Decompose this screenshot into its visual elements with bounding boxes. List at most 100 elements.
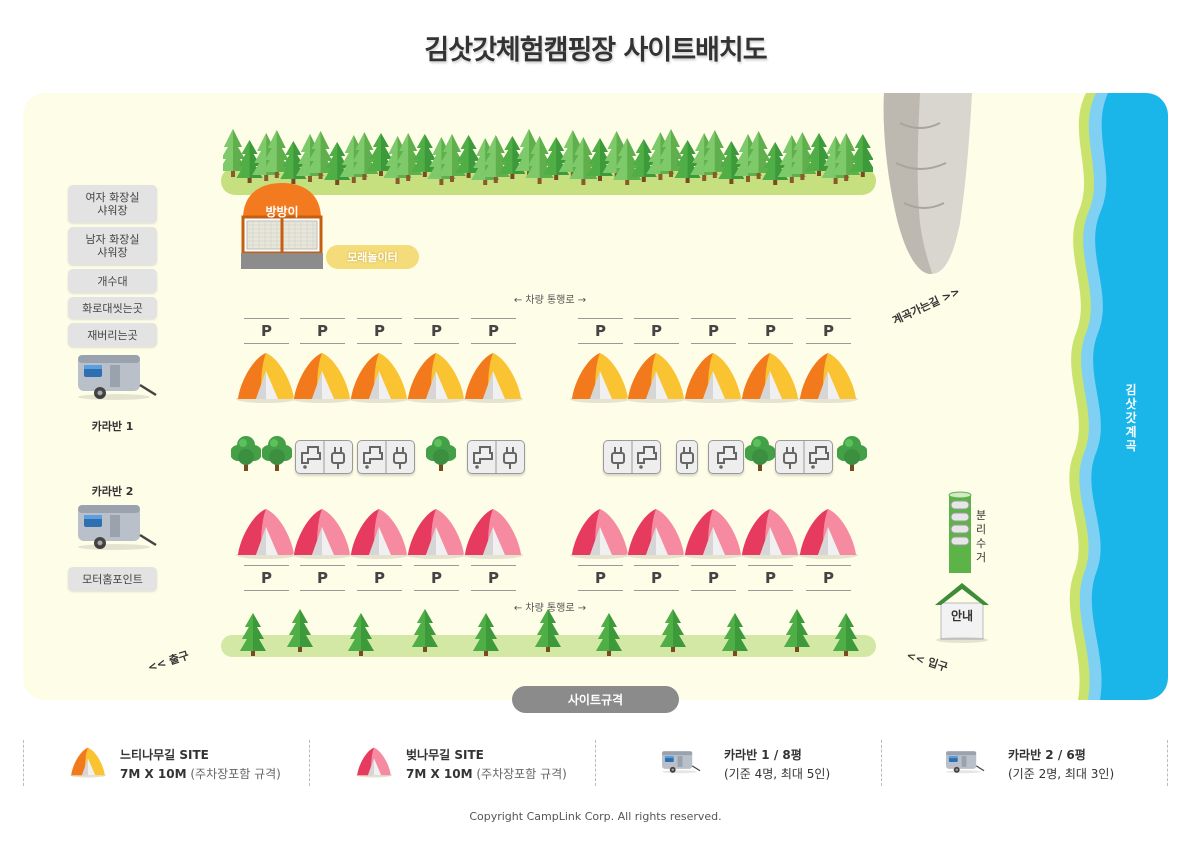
parking-spot-bottom[interactable]: P <box>414 565 459 591</box>
exit-label: << 출구 <box>146 648 191 675</box>
pink-tent-site[interactable] <box>292 507 352 559</box>
parking-spot-top[interactable]: P <box>244 318 289 344</box>
facility-ash-disposal[interactable]: 재버리는곳 <box>68 323 157 347</box>
orange-tent-site[interactable] <box>740 351 800 403</box>
power-plug-icon <box>503 446 517 470</box>
parking-spot-top[interactable]: P <box>691 318 736 344</box>
pink-tent-site[interactable] <box>683 507 743 559</box>
parking-spot-top[interactable]: P <box>471 318 516 344</box>
legend-capacity: (기준 2명, 최대 3인) <box>1008 767 1115 781</box>
pine-tree-icon <box>722 613 748 656</box>
pine-tree-icon <box>473 613 499 656</box>
water-tap-icon <box>473 446 493 470</box>
round-tree-icon <box>426 436 456 471</box>
utility-box[interactable] <box>467 440 525 474</box>
orange-tent-site[interactable] <box>570 351 630 403</box>
parking-spot-bottom[interactable]: P <box>300 565 345 591</box>
pink-tent-site[interactable] <box>798 507 858 559</box>
water-tap-icon <box>301 446 321 470</box>
legend-title: 카라반 1 / 8평 <box>724 748 802 762</box>
parking-spot-top[interactable]: P <box>578 318 623 344</box>
power-plug-icon <box>783 446 797 470</box>
orange-tent-icon <box>70 747 106 778</box>
copyright: Copyright CampLink Corp. All rights rese… <box>469 810 722 823</box>
parking-spot-bottom[interactable]: P <box>244 565 289 591</box>
trampoline-building[interactable] <box>241 183 323 271</box>
utility-box[interactable] <box>708 440 744 474</box>
orange-tent-site[interactable] <box>463 351 523 403</box>
orange-tent-site[interactable] <box>626 351 686 403</box>
pink-tent-site[interactable] <box>463 507 523 559</box>
power-plug-icon <box>611 446 625 470</box>
power-plug-icon <box>393 446 407 470</box>
caravan-icon <box>662 750 701 774</box>
legend-title: 느티나무길 SITE <box>120 748 209 762</box>
legend-capacity: (기준 4명, 최대 5인) <box>724 767 831 781</box>
pink-tent-icon <box>356 747 392 778</box>
legend-divider <box>309 740 310 786</box>
facility-women-restroom[interactable]: 여자 화장실 샤워장 <box>68 185 157 223</box>
caravan-1-icon[interactable] <box>78 351 160 403</box>
facility-men-restroom[interactable]: 남자 화장실 샤워장 <box>68 227 157 265</box>
orange-tent-site[interactable] <box>683 351 743 403</box>
legend-divider <box>23 740 24 786</box>
valley-path-label: 계곡가는길 >> <box>890 284 963 328</box>
utility-box[interactable] <box>603 440 661 474</box>
orange-tent-site[interactable] <box>798 351 858 403</box>
page-title: 김삿갓체험캠핑장 사이트배치도 <box>424 35 767 66</box>
orange-tent-site[interactable] <box>349 351 409 403</box>
stream <box>1069 93 1168 700</box>
entrance-label: << 입구 <box>904 648 950 675</box>
utility-box[interactable] <box>295 440 353 474</box>
sandbox[interactable]: 모래놀이터 <box>326 245 419 269</box>
vehicle-road-bottom: ← 차량 통행로 → <box>513 603 587 614</box>
water-tap-icon <box>363 446 383 470</box>
pink-tent-site[interactable] <box>740 507 800 559</box>
parking-spot-top[interactable]: P <box>634 318 679 344</box>
pine-tree-icon <box>833 613 859 656</box>
parking-spot-bottom[interactable]: P <box>357 565 402 591</box>
parking-spot-bottom[interactable]: P <box>634 565 679 591</box>
facility-grill-wash[interactable]: 화로대씻는곳 <box>68 297 157 319</box>
facility-sink[interactable]: 개수대 <box>68 269 157 293</box>
pink-tent-site[interactable] <box>626 507 686 559</box>
legend-divider <box>1167 740 1168 786</box>
bottom-trees <box>240 609 859 656</box>
round-tree-icon <box>745 436 775 471</box>
info-booth[interactable] <box>935 581 989 643</box>
orange-tent-site[interactable] <box>406 351 466 403</box>
parking-spot-bottom[interactable]: P <box>471 565 516 591</box>
caravan-2-icon[interactable] <box>78 501 160 553</box>
parking-spot-bottom[interactable]: P <box>806 565 851 591</box>
parking-spot-top[interactable]: P <box>357 318 402 344</box>
legend-divider <box>881 740 882 786</box>
utility-box[interactable] <box>775 440 833 474</box>
legend-size: 7M X 10M (주차장포함 규격) <box>120 767 281 781</box>
parking-spot-bottom[interactable]: P <box>691 565 736 591</box>
parking-spot-top[interactable]: P <box>806 318 851 344</box>
orange-tent-site[interactable] <box>236 351 296 403</box>
utility-box[interactable] <box>357 440 415 474</box>
parking-spot-top[interactable]: P <box>300 318 345 344</box>
parking-spot-top[interactable]: P <box>748 318 793 344</box>
pink-tent-site[interactable] <box>349 507 409 559</box>
parking-spot-bottom[interactable]: P <box>748 565 793 591</box>
utility-box[interactable] <box>676 440 698 474</box>
pine-tree-icon <box>535 609 561 652</box>
parking-spot-top[interactable]: P <box>414 318 459 344</box>
pine-tree-icon <box>412 609 438 652</box>
motorhome-point[interactable]: 모터홈포인트 <box>68 567 157 591</box>
parking-spot-bottom[interactable]: P <box>578 565 623 591</box>
pine-tree-icon <box>660 609 686 652</box>
orange-tent-site[interactable] <box>292 351 352 403</box>
site-spec-button[interactable]: 사이트규격 <box>512 686 679 713</box>
vehicle-road-top: ← 차량 통행로 → <box>513 295 587 306</box>
legend-divider <box>595 740 596 786</box>
pink-tent-site[interactable] <box>570 507 630 559</box>
recycle-bin[interactable] <box>947 491 973 575</box>
pine-tree-icon <box>287 609 313 652</box>
water-tap-icon <box>809 446 829 470</box>
pink-tent-site[interactable] <box>236 507 296 559</box>
pink-tent-site[interactable] <box>406 507 466 559</box>
